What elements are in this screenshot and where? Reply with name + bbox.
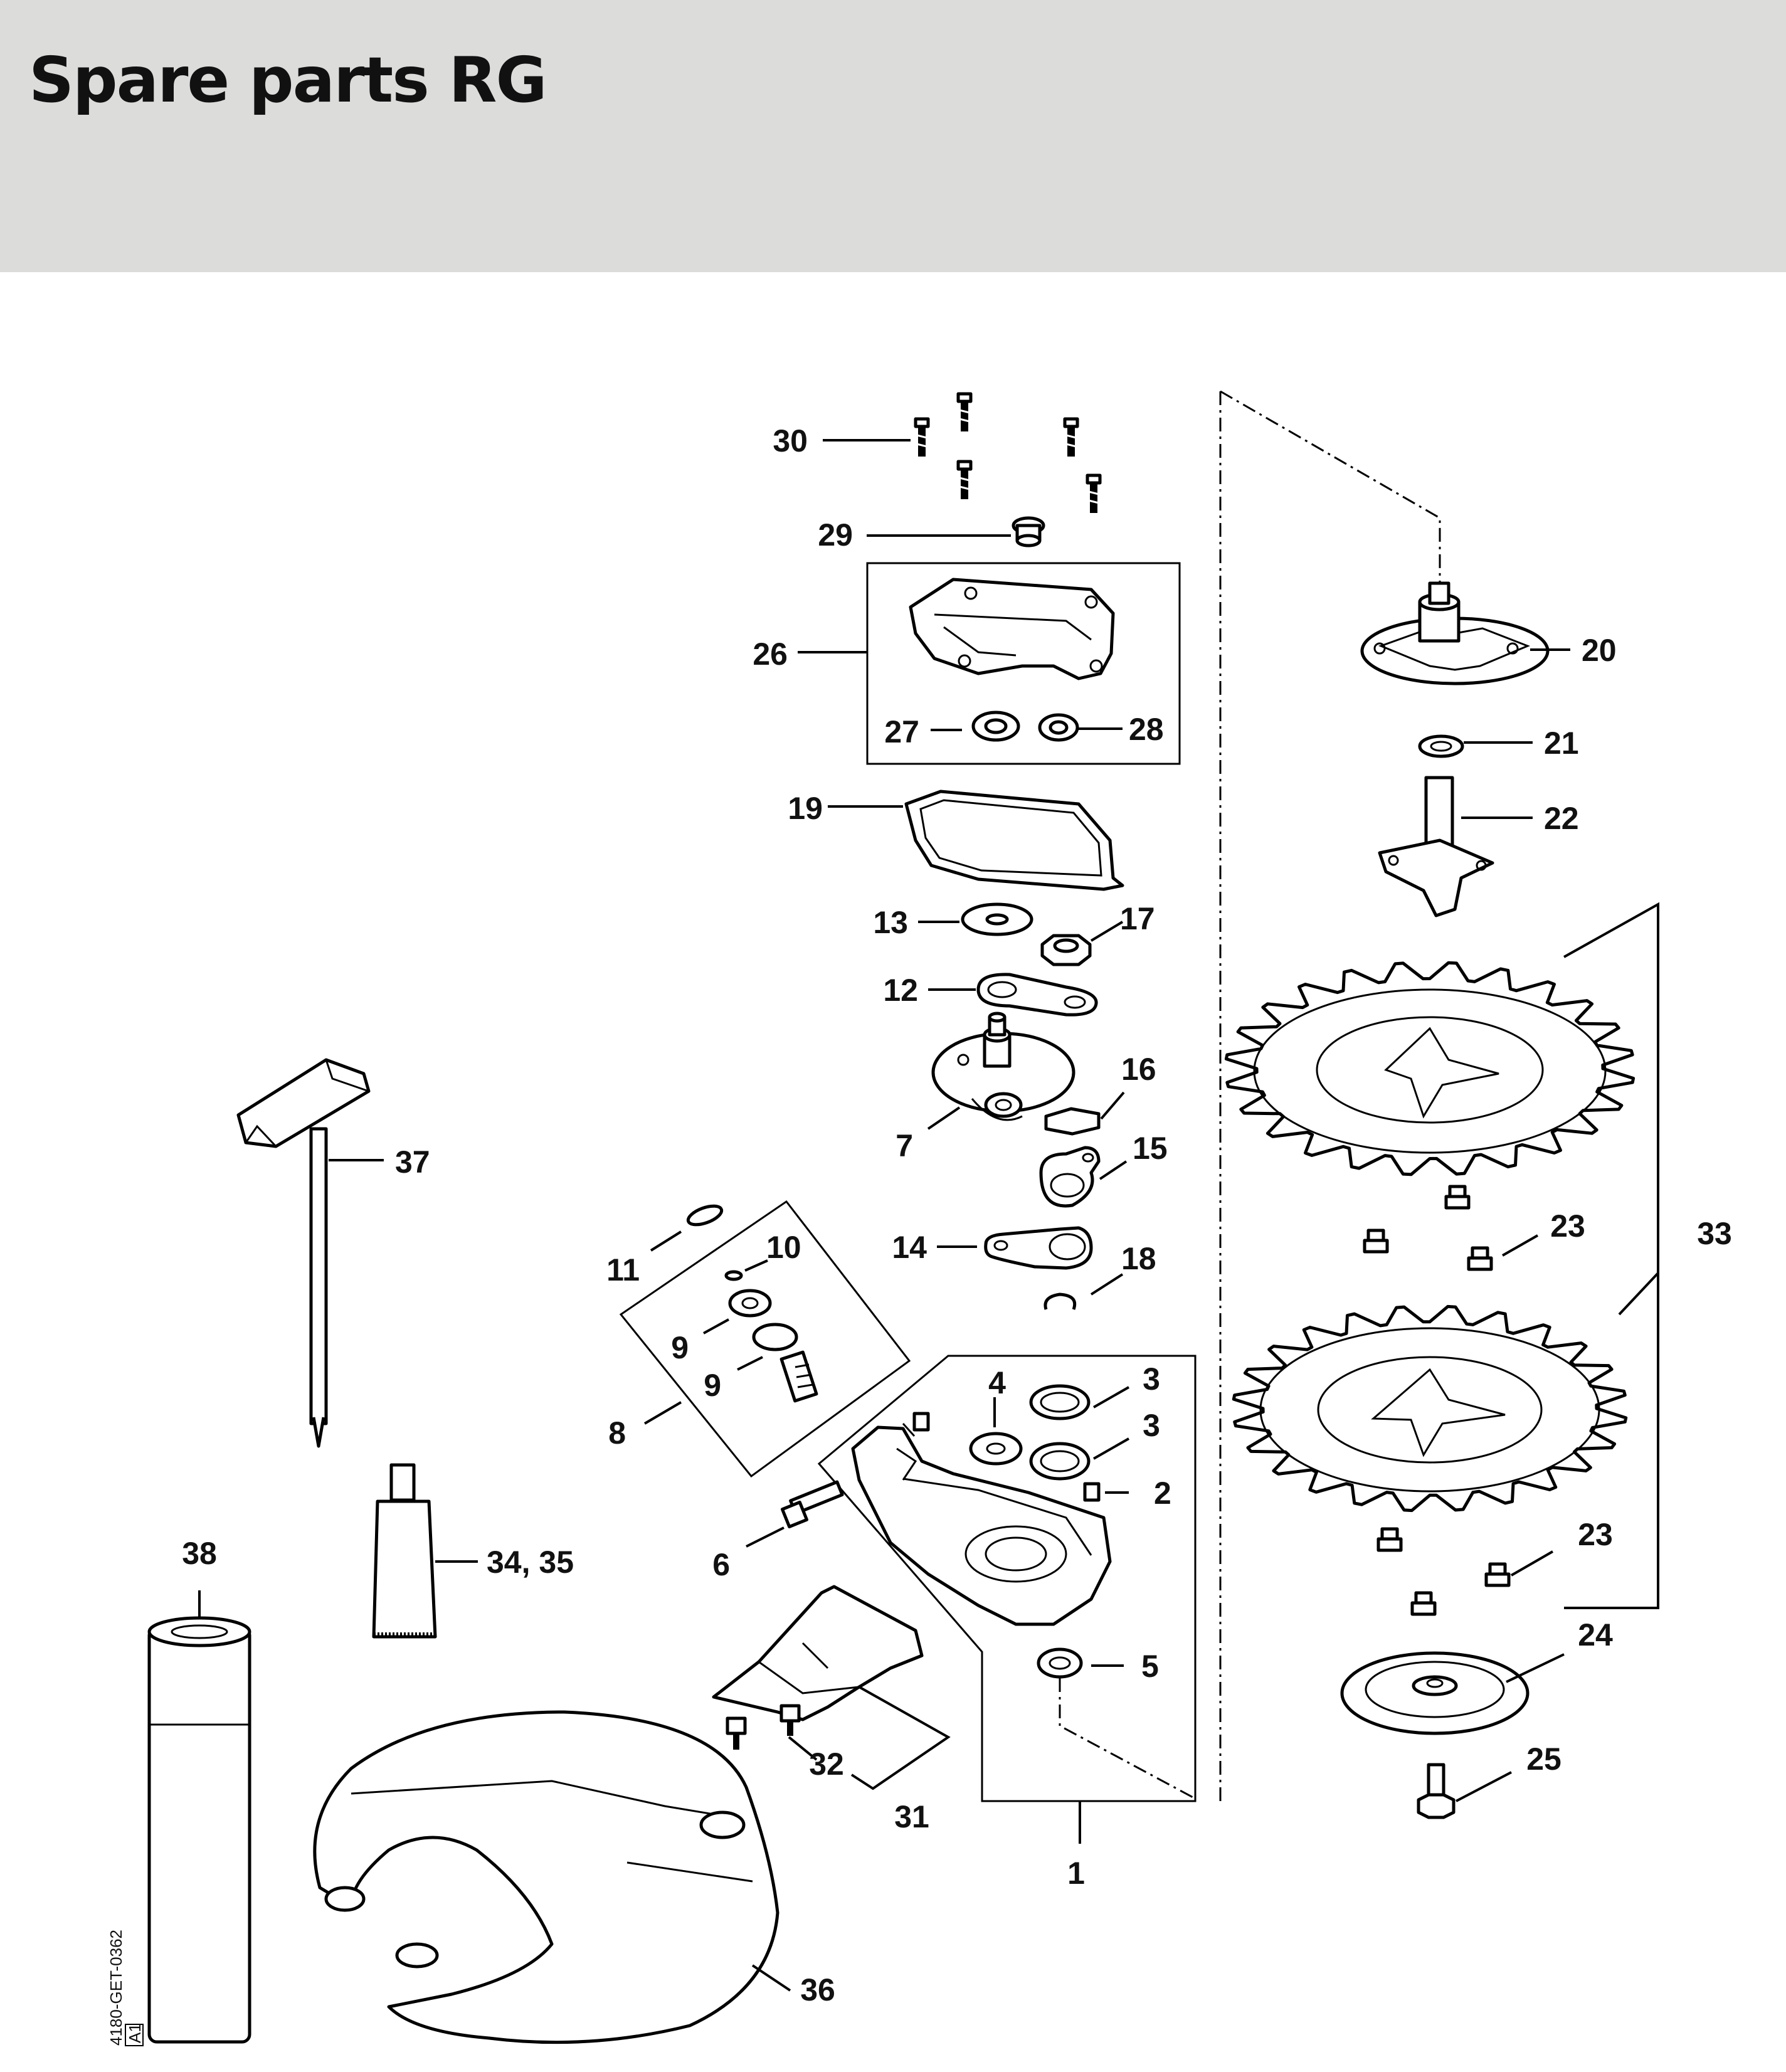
nuts-part-23 [1363, 1185, 1511, 1616]
bolt-part-25 [1417, 1763, 1456, 1819]
skid-part-31 [712, 1585, 924, 1721]
axis-line-right [1219, 390, 1441, 1805]
gear-cover-part-26 [909, 578, 1115, 680]
page-title: Spare parts RG [29, 43, 547, 117]
screws-part-32 [726, 1704, 801, 1750]
callout-37: 37 [395, 1144, 430, 1180]
washer-part-13 [961, 902, 1033, 936]
callout-18: 18 [1121, 1241, 1156, 1276]
callout-26: 26 [753, 637, 788, 672]
callout-38: 38 [182, 1536, 217, 1571]
blade-upper-part-33 [1224, 961, 1635, 1176]
grease-tube-part-34-35 [372, 1463, 437, 1639]
pin-small [912, 1412, 930, 1432]
callout-14: 14 [892, 1230, 927, 1265]
seal-part-3a [1029, 1384, 1091, 1420]
callout-10: 10 [766, 1230, 801, 1265]
bearing-part-28 [1038, 713, 1079, 742]
callout-28: 28 [1129, 712, 1164, 747]
bearing-part-4 [969, 1432, 1023, 1466]
callout-20: 20 [1582, 633, 1617, 668]
axis-line-housing [1059, 1678, 1196, 1800]
callout-1: 1 [1067, 1856, 1085, 1891]
callout-23a: 23 [1550, 1208, 1585, 1244]
callout-30: 30 [773, 423, 808, 458]
callout-17: 17 [1120, 901, 1155, 936]
housing-part-1 [851, 1422, 1112, 1626]
blade-lower-part-33 [1232, 1304, 1628, 1513]
box-part-8 [619, 1200, 911, 1478]
clip-part-10 [724, 1270, 743, 1281]
callout-27: 27 [884, 714, 919, 749]
arm-part-15 [1039, 1146, 1101, 1208]
callout-12: 12 [883, 973, 918, 1008]
crank-disc-part-7 [931, 1012, 1075, 1121]
callout-21: 21 [1544, 726, 1579, 761]
box-part-26 [866, 562, 1181, 765]
screws-part-30 [914, 392, 1102, 513]
nut-part-17 [1040, 934, 1092, 966]
callout-5: 5 [1141, 1649, 1159, 1684]
bearing-part-9b [752, 1323, 818, 1403]
plug-part-29 [1012, 516, 1045, 547]
callout-24: 24 [1578, 1617, 1613, 1652]
callout-11: 11 [606, 1252, 640, 1287]
connecting-rod-part-12 [976, 973, 1098, 1017]
callout-36: 36 [800, 1972, 835, 2007]
drive-flange-part-20 [1360, 581, 1550, 685]
spray-can-part-38 [147, 1616, 251, 2044]
callout-6: 6 [712, 1547, 730, 1582]
callout-2: 2 [1154, 1476, 1171, 1511]
ring-part-11 [686, 1204, 724, 1227]
pin-part-2 [1083, 1482, 1101, 1502]
callout-labels: 30 29 26 27 28 19 13 17 12 16 7 15 14 18… [182, 423, 1732, 2007]
wrench-part-37 [236, 1058, 371, 1448]
callout-7: 7 [896, 1128, 913, 1163]
callout-25: 25 [1526, 1742, 1561, 1777]
shaft-flange-part-22 [1378, 776, 1494, 917]
callout-22: 22 [1544, 801, 1579, 836]
callout-29: 29 [818, 517, 853, 552]
callout-33: 33 [1697, 1216, 1732, 1251]
washer-part-21 [1418, 734, 1464, 758]
callout-15: 15 [1133, 1131, 1168, 1166]
bearing-part-27 [971, 711, 1020, 742]
callout-23b: 23 [1578, 1517, 1613, 1552]
circlip-part-18 [1044, 1292, 1077, 1310]
bearing-part-9a [728, 1289, 772, 1318]
seal-part-5 [1037, 1647, 1083, 1679]
guard-part-36 [313, 1710, 779, 2044]
bracket-part-33 [1563, 902, 1659, 1609]
callout-31: 31 [894, 1799, 929, 1834]
callout-4: 4 [988, 1365, 1006, 1400]
callout-13: 13 [873, 905, 908, 940]
reference-code: 4180-GET-0362 [107, 1930, 125, 2046]
callout-16: 16 [1121, 1052, 1156, 1087]
leader-lines [198, 439, 1570, 1992]
gasket-part-19 [904, 790, 1124, 891]
callout-3a: 3 [1143, 1361, 1160, 1397]
dish-part-24 [1340, 1651, 1530, 1735]
reference-code-block: 4180-GET-0362 A1 [107, 1930, 144, 2046]
callout-9a: 9 [671, 1330, 689, 1365]
callout-9b: 9 [704, 1368, 721, 1403]
seal-part-3b [1029, 1442, 1091, 1481]
callout-3b: 3 [1143, 1408, 1160, 1443]
pad-part-16 [1044, 1107, 1101, 1136]
lever-part-14 [984, 1226, 1093, 1270]
box-part-1 [817, 1355, 1197, 1802]
callout-19: 19 [788, 791, 823, 826]
page-header: Spare parts RG [0, 0, 1786, 272]
revision-code: A1 [125, 2023, 144, 2043]
callout-32: 32 [809, 1747, 844, 1782]
screw-part-6 [780, 1480, 844, 1529]
callout-34-35: 34, 35 [487, 1545, 574, 1580]
callout-8: 8 [608, 1415, 626, 1451]
